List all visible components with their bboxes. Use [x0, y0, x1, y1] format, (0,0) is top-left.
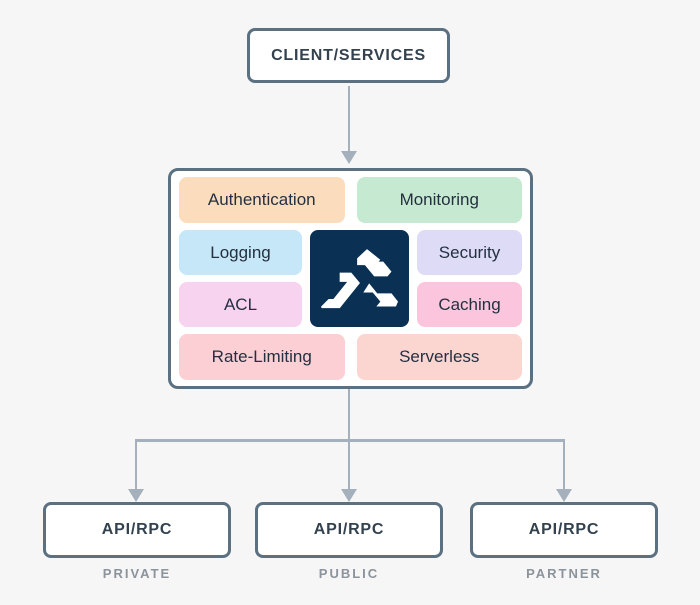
feature-label: ACL — [223, 294, 258, 314]
api-rpc-node-public: API/RPC — [255, 502, 443, 558]
feature-pill-security: Security — [417, 230, 522, 275]
kong-gateway-node: Authentication Monitoring Logging ACL — [168, 168, 533, 389]
connector-client-to-gateway — [347, 86, 351, 151]
feature-label: Caching — [438, 294, 501, 314]
feature-label: Rate-Limiting — [211, 347, 312, 366]
api-rpc-node-private: API/RPC — [43, 502, 231, 558]
api-rpc-node-partner: API/RPC — [470, 502, 658, 558]
feature-pill-caching: Caching — [417, 282, 522, 327]
feature-label: Authentication — [207, 190, 316, 209]
client-services-node: CLIENT/SERVICES — [247, 28, 450, 83]
gateway-col-right: Security Caching — [417, 230, 522, 327]
feature-pill-logging: Logging — [179, 230, 302, 275]
client-services-label: CLIENT/SERVICES — [271, 46, 426, 64]
gateway-row-top: Authentication Monitoring — [179, 177, 522, 223]
feature-label: Security — [438, 242, 501, 262]
feature-pill-rate-limiting: Rate-Limiting — [179, 334, 345, 380]
endpoint-type-public: PUBLIC — [318, 566, 380, 581]
arrow-down-icon — [341, 151, 357, 164]
arrow-down-icon — [128, 489, 144, 502]
endpoint-type-partner: PARTNER — [526, 566, 602, 581]
gateway-row-bottom: Rate-Limiting Serverless — [179, 334, 522, 380]
feature-pill-acl: ACL — [179, 282, 302, 327]
gateway-col-left: Logging ACL — [179, 230, 302, 327]
connector-branch-horizontal — [135, 439, 565, 442]
feature-pill-authentication: Authentication — [179, 177, 345, 223]
api-rpc-label: API/RPC — [528, 521, 600, 538]
endpoint-type-private: PRIVATE — [102, 566, 172, 581]
api-rpc-label: API/RPC — [101, 521, 173, 538]
feature-label: Monitoring — [399, 190, 479, 209]
kong-gorilla-icon — [321, 249, 399, 309]
feature-pill-monitoring: Monitoring — [356, 177, 522, 223]
connector-branch-right — [562, 440, 566, 489]
feature-label: Serverless — [399, 347, 480, 366]
connector-branch-left — [134, 440, 138, 489]
arrow-down-icon — [341, 489, 357, 502]
kong-logo — [310, 230, 409, 327]
feature-pill-serverless: Serverless — [356, 334, 522, 380]
gateway-row-middle: Logging ACL Security Caching — [179, 230, 522, 327]
feature-label: Logging — [210, 242, 271, 262]
arrow-down-icon — [556, 489, 572, 502]
api-rpc-label: API/RPC — [313, 521, 385, 538]
